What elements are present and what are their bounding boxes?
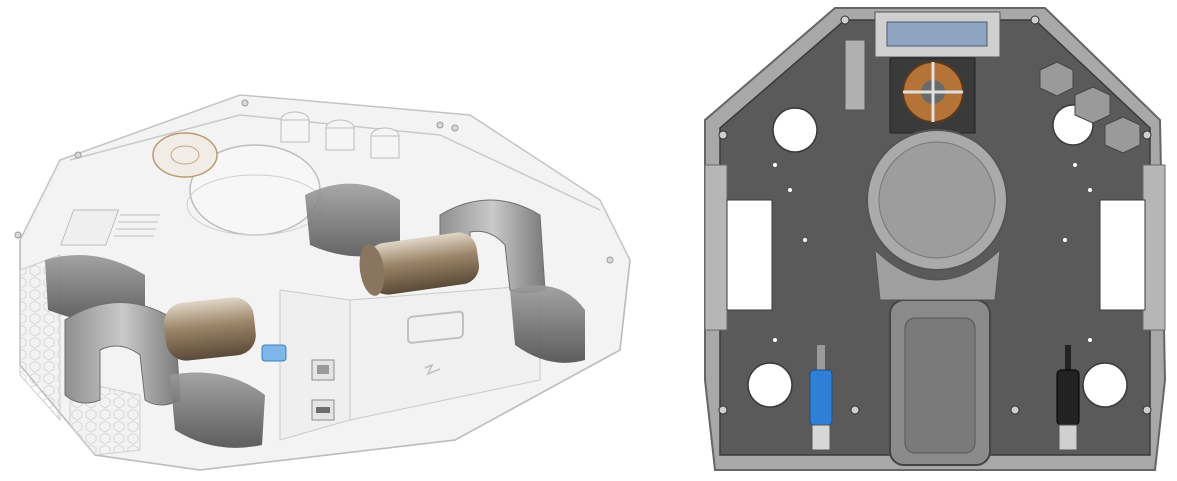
cooling-fan-icon: [889, 57, 976, 134]
wheel-slot-left: [726, 199, 773, 311]
motor-body-left: [164, 297, 256, 361]
wheel-cover-right-back: [305, 183, 400, 257]
bracket: [844, 39, 866, 111]
wheel-cover-right-front: [510, 285, 585, 363]
motor-body-right: [367, 232, 480, 295]
battery-icon: [407, 310, 464, 376]
cable-black: [1056, 345, 1080, 451]
motor-right: [305, 183, 585, 363]
screws: [14, 99, 614, 264]
isometric-view-panel: [14, 94, 631, 471]
ethernet-port-icon: [311, 359, 335, 381]
rail-left: [704, 164, 728, 331]
isometric-view-drawing: [14, 94, 631, 471]
cable-blue: [809, 345, 833, 451]
wheel-cover-left-front: [170, 372, 265, 448]
usb-port-icon: [311, 399, 335, 421]
screws: [718, 15, 1152, 415]
heatsink: [60, 209, 160, 246]
back-connectors: [280, 111, 400, 159]
plate-holes: [773, 163, 1092, 342]
motor-left: [45, 255, 265, 448]
top-view-drawing: [704, 7, 1167, 471]
rail-right: [1142, 164, 1166, 331]
blue-connector: [261, 344, 287, 362]
wheel-arch-left: [64, 302, 181, 406]
cable-glands: [1039, 61, 1141, 154]
top-view-panel: [695, 0, 1177, 481]
cooling-fan-icon: [152, 132, 218, 178]
wheel-slot-right: [1099, 199, 1146, 311]
battery-compartment: [349, 284, 541, 421]
